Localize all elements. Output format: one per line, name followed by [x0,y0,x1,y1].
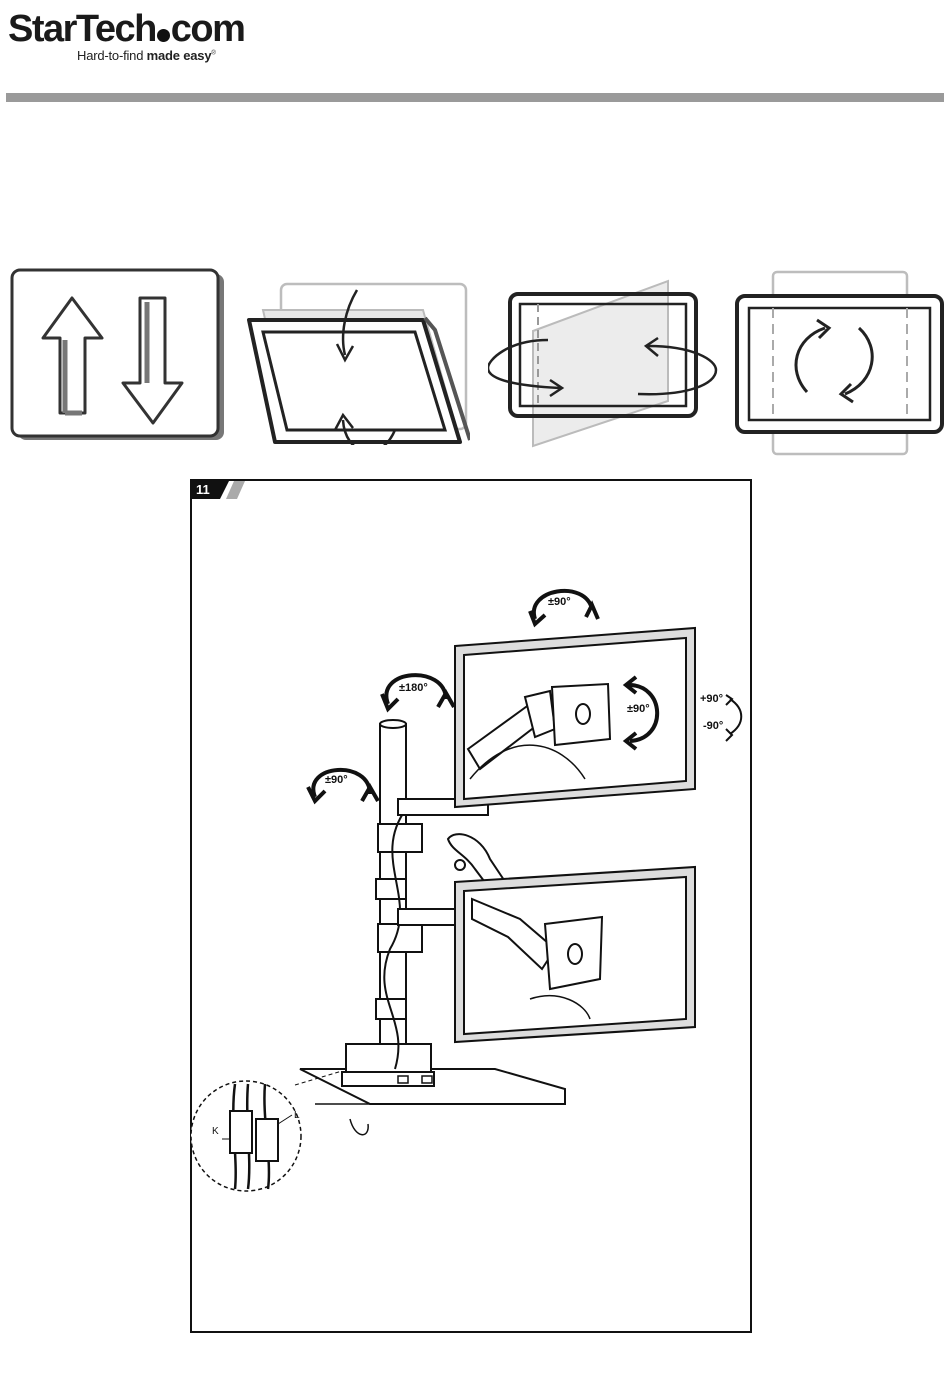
header-rule [6,93,944,102]
clip-k-label: K [212,1126,219,1137]
lower-monitor [455,867,695,1042]
swivel-icon [488,276,720,452]
tilt-arrow [726,695,741,741]
logo-dot-icon [157,29,170,42]
pole-rotation-label: ±180° [399,682,428,694]
tilt-down-label: -90° [703,720,723,732]
tilt-up-label: +90° [700,693,723,705]
rotate-icon [735,270,945,456]
arm-swivel-label: ±90° [325,774,348,786]
clip-l-label: L [294,1110,300,1121]
upper-monitor [455,628,695,807]
top-swivel-label: ±90° [548,596,571,608]
logo-tagline: Hard-to-find made easy® [77,48,216,63]
tilt-icon [245,280,470,445]
mount-illustration [190,479,752,1333]
height-adjust-icon [10,268,228,446]
adjustment-icons-row [0,262,950,462]
screen-rotation-label: ±90° [627,703,650,715]
